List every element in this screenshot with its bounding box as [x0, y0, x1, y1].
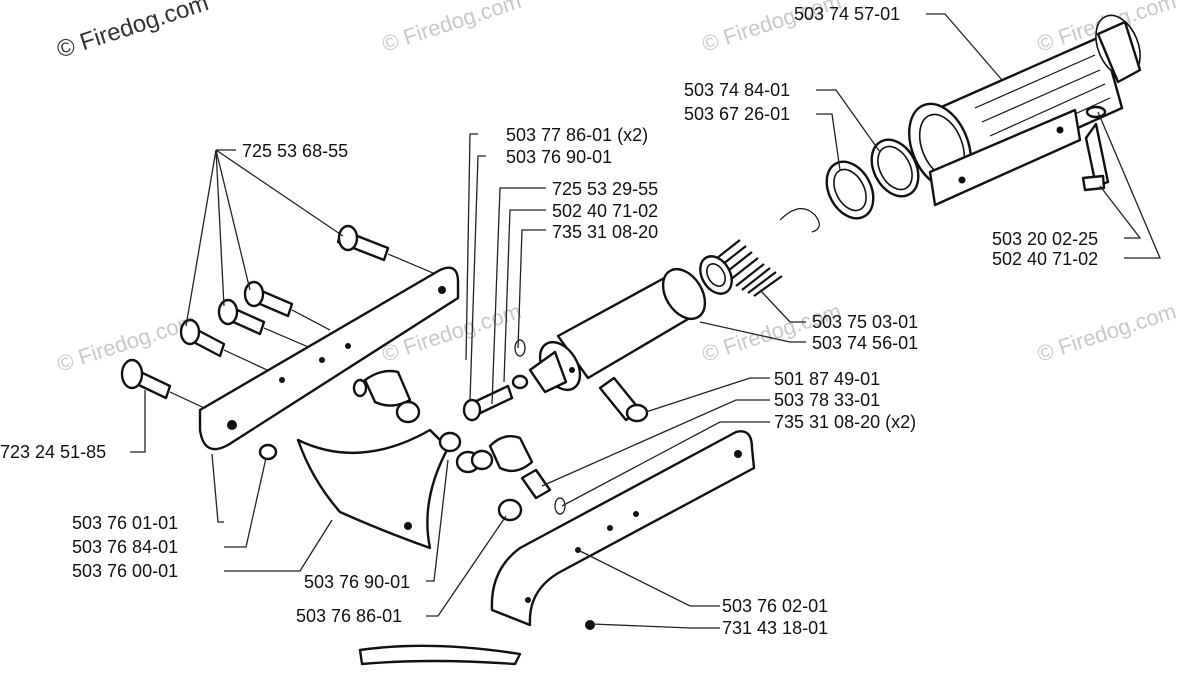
- cylinder: [528, 267, 707, 423]
- callout-nut-small: 503 76 84-01: [72, 537, 178, 557]
- tube-assembly: [825, 14, 1142, 220]
- screw-group: [120, 224, 441, 421]
- callout-side-bolt: 723 24 51-85: [0, 442, 106, 462]
- callout-blade: 503 76 00-01: [72, 561, 178, 581]
- callout-plate-bolt: 731 43 18-01: [722, 618, 828, 638]
- callout-washer-a: 502 40 71-02: [552, 201, 658, 221]
- callout-labels: 503 74 57-01 503 74 84-01 503 67 26-01 5…: [0, 4, 1098, 638]
- callout-pin-bolt: 501 87 49-01: [774, 369, 880, 389]
- callout-ring-outer: 503 74 84-01: [684, 80, 790, 100]
- callout-clamp-top: 503 77 86-01 (x2): [506, 125, 648, 145]
- callout-screw-group: 725 53 68-55: [242, 141, 348, 161]
- callout-screw-a: 725 53 29-55: [552, 179, 658, 199]
- callout-bushing-low: 503 76 86-01: [296, 606, 402, 626]
- callout-plate-right: 503 76 02-01: [722, 596, 828, 616]
- leader-lines: [130, 13, 1161, 629]
- watermark-1: © Firedog.com: [54, 0, 212, 64]
- callout-plate-left: 503 76 01-01: [72, 513, 178, 533]
- callout-cylinder: 503 74 56-01: [812, 333, 918, 353]
- watermark-2: © Firedog.com: [379, 0, 524, 57]
- callout-link-pin: 503 78 33-01: [774, 390, 880, 410]
- callout-clamp-second: 503 76 90-01: [506, 147, 612, 167]
- callout-spacer-low: 503 76 90-01: [304, 572, 410, 592]
- callout-tube: 503 74 57-01: [794, 4, 900, 24]
- right-plate: [358, 430, 756, 666]
- callout-bracket-screw: 503 20 02-25: [992, 229, 1098, 249]
- callout-bracket-washer: 502 40 71-02: [992, 249, 1098, 269]
- callout-spring: 503 75 03-01: [812, 312, 918, 332]
- callout-ring-inner: 503 67 26-01: [684, 104, 790, 124]
- callout-circlip-b: 735 31 08-20 (x2): [774, 412, 916, 432]
- spring: [699, 208, 820, 297]
- small-hardware: [258, 339, 566, 522]
- watermark-8: © Firedog.com: [1034, 298, 1179, 366]
- callout-circlip-a: 735 31 08-20: [552, 222, 658, 242]
- blade: [296, 428, 450, 550]
- left-plate: [198, 266, 460, 451]
